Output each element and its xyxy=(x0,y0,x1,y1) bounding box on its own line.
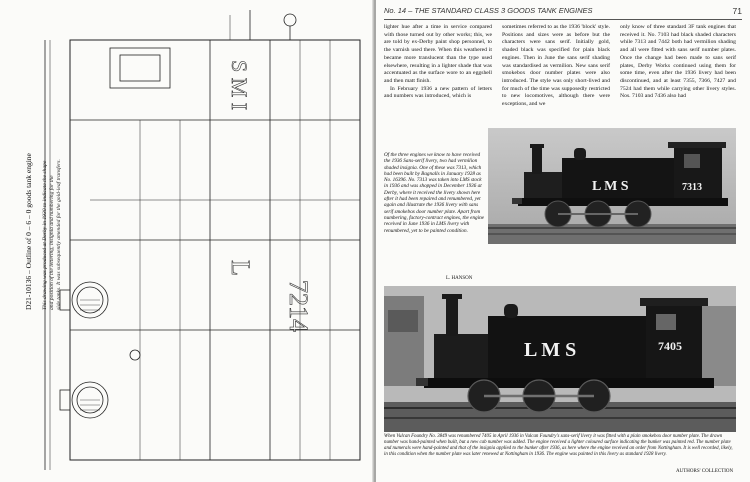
drawing-number: 7214 xyxy=(284,280,313,332)
photo2-credit: AUTHORS' COLLECTION xyxy=(676,469,734,474)
text-column-1: lighter hue after a time in service comp… xyxy=(384,24,492,101)
left-page: D21-10136 – Outline of 0 – 6 – 0 goods t… xyxy=(0,0,374,482)
photo2-lms-letters: L M S xyxy=(524,339,576,361)
drawing-bunker-letters: S M I xyxy=(227,60,252,110)
running-header: No. 14 – THE STANDARD CLASS 3 GOODS TANK… xyxy=(384,6,742,20)
paragraph: lighter hue after a time in service comp… xyxy=(384,24,492,84)
photo1-number: 7313 xyxy=(682,182,702,193)
running-header-title: No. 14 – THE STANDARD CLASS 3 GOODS TANK… xyxy=(384,6,593,15)
photo1-lms-letters: L M S xyxy=(592,179,629,194)
photo-locomotive-7405: L M S 7405 xyxy=(384,286,736,432)
paragraph: In February 1936 a new pattern of letter… xyxy=(384,85,492,100)
header-rule xyxy=(384,19,742,20)
page-number: 71 xyxy=(732,6,742,16)
outline-drawing: S M I L 7214 xyxy=(44,10,361,470)
paragraph: only know of three standard 3F tank engi… xyxy=(620,24,736,100)
text-column-3: only know of three standard 3F tank engi… xyxy=(620,24,736,101)
paragraph: sometimes referred to as the 1936 'block… xyxy=(502,24,610,108)
text-column-2: sometimes referred to as the 1936 'block… xyxy=(502,24,610,109)
photo2-number: 7405 xyxy=(658,339,682,353)
photo1-caption: Of the three engines we know to have rec… xyxy=(384,152,484,234)
photo1-credit: L. HANSON xyxy=(446,276,473,281)
photo2-caption: When Vulcan Foundry No. 3849 was renumbe… xyxy=(384,434,733,457)
right-page: No. 14 – THE STANDARD CLASS 3 GOODS TANK… xyxy=(376,0,750,482)
photo-locomotive-7313: L M S 7313 xyxy=(488,128,736,244)
drawing-letter-L: L xyxy=(226,260,255,276)
book-gutter xyxy=(372,0,378,482)
